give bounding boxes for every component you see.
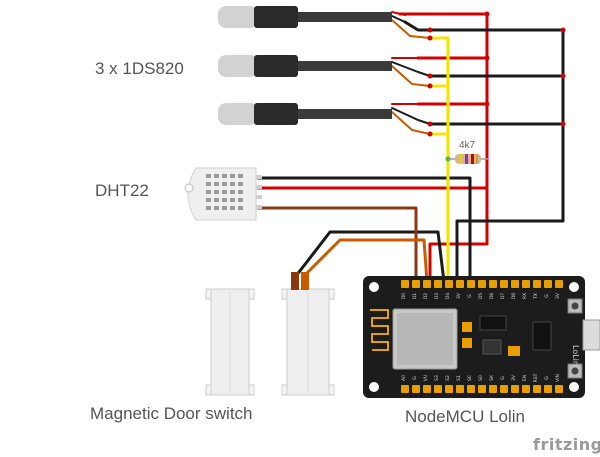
antenna-trace <box>370 309 389 351</box>
pin-label: S2 <box>445 375 451 381</box>
pin-label: G <box>544 294 550 298</box>
pin-label: D2 <box>423 293 429 299</box>
pin-labels-bottom: A0 G VU S3 S2 S1 SC S0 SK G 3V EN RST G VIN <box>401 373 561 382</box>
pin-label: VU <box>423 375 429 381</box>
wire-black-s1-head <box>403 20 432 32</box>
nodemcu-board: D0 D1 D2 D3 D4 3V G D5 D6 D7 D8 RX TX G 3V A0 G VU S3 S2 S1… <box>363 276 600 398</box>
pin-label: S0 <box>478 375 484 381</box>
temp-sensors-label: 3 x 1DS820 <box>95 59 184 78</box>
pin-label: S3 <box>434 375 440 381</box>
resistor-4k7 <box>448 154 488 164</box>
temp-probe-2 <box>218 55 392 77</box>
wire-joints <box>427 11 566 162</box>
wire-black-dht <box>256 176 472 284</box>
usb-port <box>582 319 600 351</box>
dht22-sensor <box>184 167 262 221</box>
dht22-label: DHT22 <box>95 181 149 200</box>
pin-label: D8 <box>511 293 517 299</box>
header-bottom <box>401 385 563 393</box>
pin-label: G <box>544 376 550 380</box>
header-top <box>401 280 563 288</box>
pin-label: 3V <box>456 292 462 299</box>
pin-label: D6 <box>489 293 495 299</box>
board-label: NodeMCU Lolin <box>405 407 525 426</box>
pin-label: VIN <box>555 374 561 382</box>
board-silk-label: LoLin <box>571 345 580 366</box>
pin-label: D0 <box>401 293 407 299</box>
pin-labels-top: D0 D1 D2 D3 D4 3V G D5 D6 D7 D8 RX TX G 3V <box>401 292 561 300</box>
door-switch-reed <box>281 272 335 396</box>
pin-label: D4 <box>445 293 451 299</box>
wire-black-door <box>294 230 446 284</box>
temp-probe-1 <box>218 6 392 28</box>
pin-label: RX <box>522 293 528 299</box>
pin-label: SK <box>489 374 495 381</box>
wire-red-rail <box>398 12 489 284</box>
fritzing-logo: fritzing <box>533 435 600 454</box>
pin-label: D7 <box>500 293 506 299</box>
pin-label: S1 <box>456 375 462 381</box>
temp-probe-3 <box>218 103 392 125</box>
pin-label: 3V <box>511 374 517 381</box>
pin-label: D1 <box>412 293 418 299</box>
pin-label: A0 <box>401 375 407 381</box>
usb-serial-chip <box>479 315 507 331</box>
pin-label: EN <box>522 375 528 381</box>
pin-label: D3 <box>434 293 440 299</box>
pin-label: D5 <box>478 293 484 299</box>
door-switch-magnet <box>205 288 255 396</box>
pin-label: G <box>412 376 418 380</box>
wires <box>256 11 565 284</box>
pin-label: G <box>467 294 473 298</box>
wire-brown-dht <box>256 206 418 284</box>
resistor-label: 4k7 <box>459 140 476 151</box>
pin-label: SC <box>467 375 473 381</box>
wire-orange-door <box>302 238 429 284</box>
door-switch-label: Magnetic Door switch <box>90 404 253 423</box>
pin-label: 3V <box>555 292 561 299</box>
pin-label: G <box>500 376 506 380</box>
pin-label: TX <box>533 293 539 300</box>
wire-black-rail <box>428 28 565 284</box>
pin-label: RST <box>533 373 539 382</box>
